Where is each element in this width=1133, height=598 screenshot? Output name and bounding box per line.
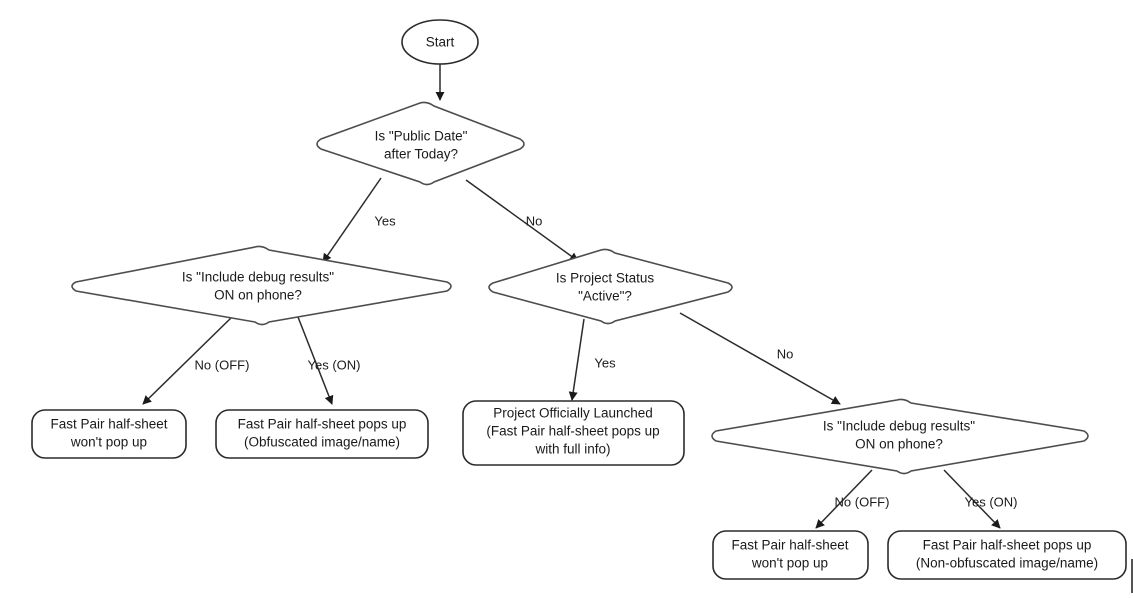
edge-debug-left-on [297,316,334,405]
start-label: Start [426,35,455,50]
node-decision-debug-left[interactable]: Is "Include debug results" ON on phone? [71,245,452,326]
decision-public-date-line-1: Is "Public Date" [375,129,468,144]
output-right-off-line-2: won't pop up [751,556,828,571]
decision-project-status-line-1: Is Project Status [556,271,655,286]
decision-debug-left-line-2: ON on phone? [214,288,302,303]
output-launched-line-1: Project Officially Launched [493,406,653,421]
node-output-left-off[interactable]: Fast Pair half-sheet won't pop up [31,409,187,459]
edge-label-debug-left-off: No (OFF) [195,357,250,372]
node-decision-project-status[interactable]: Is Project Status "Active"? [488,248,733,325]
node-output-right-on[interactable]: Fast Pair half-sheet pops up (Non-obfusc… [887,530,1127,580]
output-right-off-shape [712,530,869,580]
decision-debug-left-shape [71,245,452,326]
edge-project-status-yes [568,318,585,401]
output-left-on-line-2: (Obfuscated image/name) [244,435,400,450]
node-start[interactable]: Start [401,19,479,65]
start-ellipse [401,19,479,65]
edge-label-debug-left-on: Yes (ON) [308,357,361,372]
edge-label-debug-right-off: No (OFF) [835,494,890,509]
edge-label-project-status-yes: Yes [594,355,616,370]
edge-label-public-date-yes: Yes [374,213,396,228]
output-left-on-shape [215,409,429,459]
edge-debug-left-off [142,315,234,405]
node-decision-debug-right[interactable]: Is "Include debug results" ON on phone? [711,398,1089,475]
edge-public-date-no [465,179,579,262]
output-left-off-line-2: won't pop up [70,435,147,450]
output-launched-line-3: with full info) [534,442,610,457]
output-right-off-line-1: Fast Pair half-sheet [731,538,848,553]
edge-public-date-yes [322,177,382,263]
edge-label-public-date-no: No [526,213,543,228]
decision-project-status-shape [488,248,733,325]
decision-public-date-shape [316,101,525,186]
output-left-off-shape [31,409,187,459]
output-right-on-line-2: (Non-obfuscated image/name) [916,556,1098,571]
node-output-launched[interactable]: Project Officially Launched (Fast Pair h… [462,400,685,466]
decision-debug-right-line-2: ON on phone? [855,437,943,452]
decision-debug-right-line-1: Is "Include debug results" [823,419,975,434]
decision-debug-right-shape [711,398,1089,475]
edge-debug-right-off [815,469,873,529]
decision-project-status-line-2: "Active"? [578,289,632,304]
edge-label-project-status-no: No [777,346,794,361]
output-left-on-line-1: Fast Pair half-sheet pops up [238,417,407,432]
decision-debug-left-line-1: Is "Include debug results" [182,270,334,285]
node-decision-public-date[interactable]: Is "Public Date" after Today? [316,101,525,186]
edge-artifact-mark [1131,559,1133,593]
output-right-on-shape [887,530,1127,580]
output-left-off-line-1: Fast Pair half-sheet [50,417,167,432]
edges-layer [142,64,1001,529]
node-output-right-off[interactable]: Fast Pair half-sheet won't pop up [712,530,869,580]
edge-labels-layer: Yes No No (OFF) Yes (ON) Yes No No (OFF)… [195,213,1018,509]
edge-project-status-no [679,312,841,405]
decision-public-date-line-2: after Today? [384,147,458,162]
node-output-left-on[interactable]: Fast Pair half-sheet pops up (Obfuscated… [215,409,429,459]
output-launched-shape [462,400,685,466]
output-launched-line-2: (Fast Pair half-sheet pops up [486,424,659,439]
output-right-on-line-1: Fast Pair half-sheet pops up [923,538,1092,553]
edge-debug-right-on [943,469,1001,529]
edge-label-debug-right-on: Yes (ON) [965,494,1018,509]
